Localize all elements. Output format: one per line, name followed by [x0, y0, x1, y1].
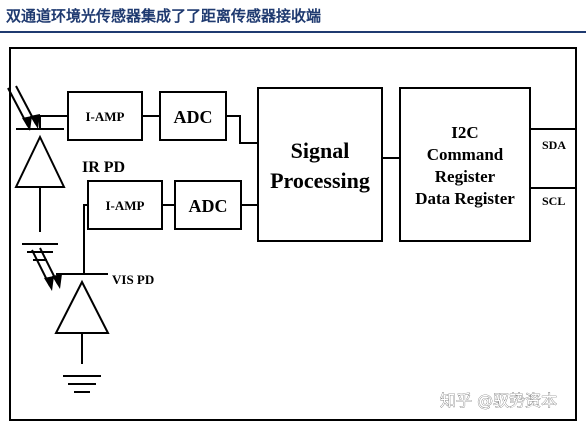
title-divider — [0, 31, 586, 33]
signal-processing-label-2: Processing — [270, 168, 370, 193]
ir-arrowhead-1 — [22, 116, 32, 131]
vis-arrowhead-2 — [52, 274, 62, 289]
i2c-label-3: Register — [435, 167, 496, 186]
ir-arrowhead-2 — [30, 114, 40, 129]
signal-processing-label-1: Signal — [291, 138, 350, 163]
i2c-label-4: Data Register — [415, 189, 515, 208]
vis-photodiode — [54, 279, 110, 334]
vis-pd-label: VIS PD — [112, 272, 154, 287]
watermark: 知乎 @驭势资本 — [440, 391, 557, 410]
adc-top-label: ADC — [174, 107, 213, 127]
page-title: 双通道环境光传感器集成了了距离传感器接收端 — [6, 7, 322, 25]
iamp-bottom-label: I-AMP — [106, 198, 145, 213]
vis-ground-symbol — [63, 375, 101, 393]
wire-ir-to-iamp — [39, 115, 68, 129]
ir-ground-symbol — [22, 243, 58, 261]
i2c-label-2: Command — [427, 145, 504, 164]
chip-boundary — [9, 47, 577, 421]
wire-adc-top-to-sp — [226, 115, 258, 144]
ir-pd-label: IR PD — [82, 159, 125, 176]
adc-bottom-label: ADC — [189, 196, 228, 216]
vis-arrowhead-1 — [44, 276, 54, 291]
wire-vis-to-iamp — [83, 204, 88, 274]
i2c-register-block — [399, 87, 531, 242]
scl-label: SCL — [542, 194, 565, 208]
sda-label: SDA — [542, 138, 566, 152]
signal-processing-block — [257, 87, 383, 242]
i2c-label-1: I2C — [451, 123, 478, 142]
ir-photodiode — [14, 134, 66, 188]
iamp-top-label: I-AMP — [86, 109, 125, 124]
